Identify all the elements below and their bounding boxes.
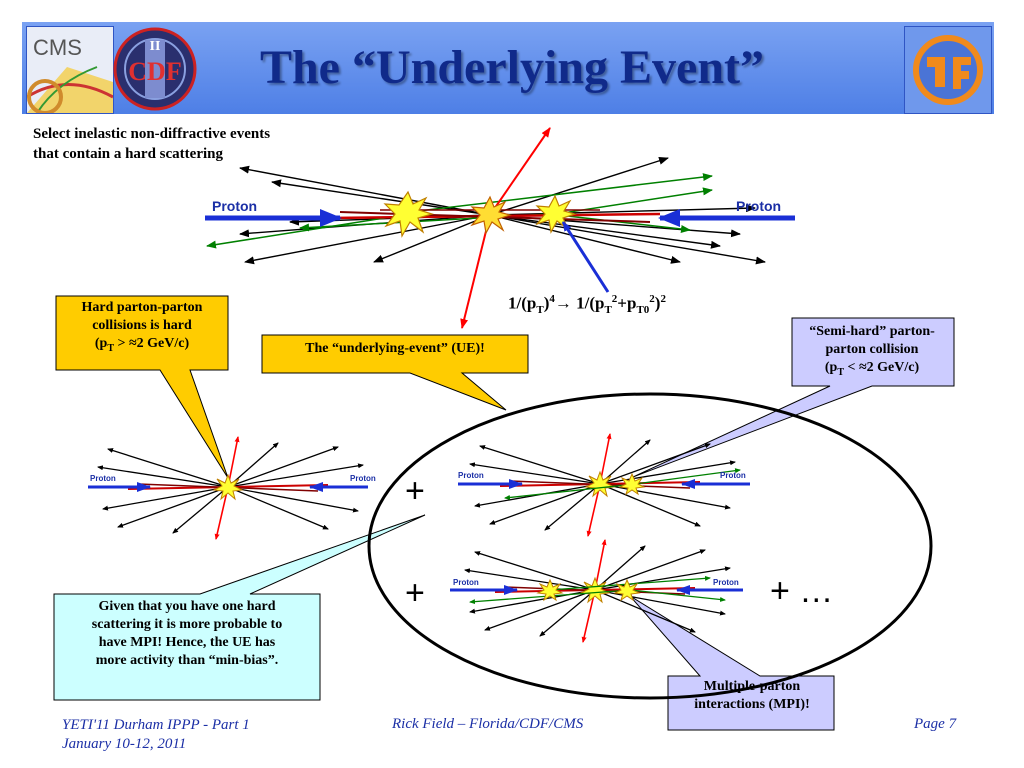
mpi-callout-text: Multiple-parton interactions (MPI)! xyxy=(670,678,834,714)
semi-line-2: parton collision xyxy=(825,342,919,357)
hard-callout-text: Hard parton-parton collisions is hard (p… xyxy=(56,299,228,358)
hard-collision-callout xyxy=(55,295,229,479)
given-callout xyxy=(53,514,426,701)
uf-logo xyxy=(904,26,992,114)
ue-ellipse xyxy=(367,392,933,700)
footer-event: YETI'11 Durham IPPP - Part 1 xyxy=(62,717,250,733)
given-line-1: Given that you have one hard xyxy=(98,599,276,614)
pt-formula-source: 1/(pT)4→ 1/(pT2+pT02)2 xyxy=(666,293,667,294)
mpi-line-2: interactions (MPI)! xyxy=(694,697,810,712)
given-callout-text: Given that you have one hard scattering … xyxy=(56,598,318,670)
mini-proton-left-3: Proton xyxy=(453,578,479,587)
semi-callout-text: “Semi-hard” parton- parton collision (pT… xyxy=(792,323,952,382)
footer-author: Rick Field – Florida/CDF/CMS xyxy=(392,716,584,732)
given-line-2: scattering it is more probable to xyxy=(91,617,283,632)
cms-logo: CMS xyxy=(26,26,114,115)
pt-formula: 1/(pT)4→ 1/(pT2+pT02)21/(pT)4→ 1/(pT2+pT… xyxy=(508,293,667,317)
ue-callout xyxy=(261,334,529,411)
slide-title: The “Underlying Event” xyxy=(259,41,765,94)
hard-scatter-event: Proton Proton xyxy=(88,437,376,539)
cdf-logo: CDF II xyxy=(112,26,198,112)
collision-burst-2 xyxy=(470,195,513,235)
ue-callout-text: The “underlying-event” (UE)! xyxy=(305,341,485,356)
cdf-logo-text: CDF xyxy=(128,57,181,86)
hard-line-3: (pT > ≈2 GeV/c) xyxy=(94,336,190,354)
mini-proton-right-2: Proton xyxy=(720,471,746,480)
footer-left: YETI'11 Durham IPPP - Part 1 January 10-… xyxy=(62,716,250,754)
main-collision-diagram: Proton Proton xyxy=(205,127,795,329)
cms-logo-text: CMS xyxy=(33,35,82,60)
intro-line-2: that contain a hard scattering xyxy=(33,146,223,162)
mpi-line-1: Multiple-parton xyxy=(703,679,801,694)
footer-date: January 10-12, 2011 xyxy=(62,736,187,752)
semi-hard-callout xyxy=(632,317,955,478)
semi-line-1: “Semi-hard” parton- xyxy=(809,324,935,339)
given-line-4: more activity than “min-bias”. xyxy=(95,653,279,668)
plus-ellipsis: + … xyxy=(770,572,834,610)
collision-burst-1 xyxy=(383,190,435,238)
plus-sign-1: + xyxy=(405,472,425,510)
hard-line-2: collisions is hard xyxy=(92,318,192,333)
given-line-3: have MPI! Hence, the UE has xyxy=(98,635,276,650)
cdf-numeral: II xyxy=(150,39,161,54)
hard-line-1: Hard parton-parton xyxy=(81,300,203,315)
mini-proton-right-3: Proton xyxy=(713,578,739,587)
semi-hard-event: Proton Proton xyxy=(458,434,750,536)
intro-line-1: Select inelastic non-diffractive events xyxy=(33,126,271,142)
page-number: Page 7 xyxy=(914,716,957,732)
proton-label-left: Proton xyxy=(212,198,257,214)
semi-line-3: (pT < ≈2 GeV/c) xyxy=(824,360,920,378)
plus-sign-2: + xyxy=(405,574,425,612)
proton-label-right: Proton xyxy=(736,198,781,214)
collision-burst-3 xyxy=(535,194,578,234)
mini-proton-left: Proton xyxy=(90,474,116,483)
mpi-event: Proton Proton xyxy=(450,540,743,642)
mini-proton-right: Proton xyxy=(350,474,376,483)
mini-proton-left-2: Proton xyxy=(458,471,484,480)
intro-text: Select inelastic non-diffractive events … xyxy=(33,124,373,164)
